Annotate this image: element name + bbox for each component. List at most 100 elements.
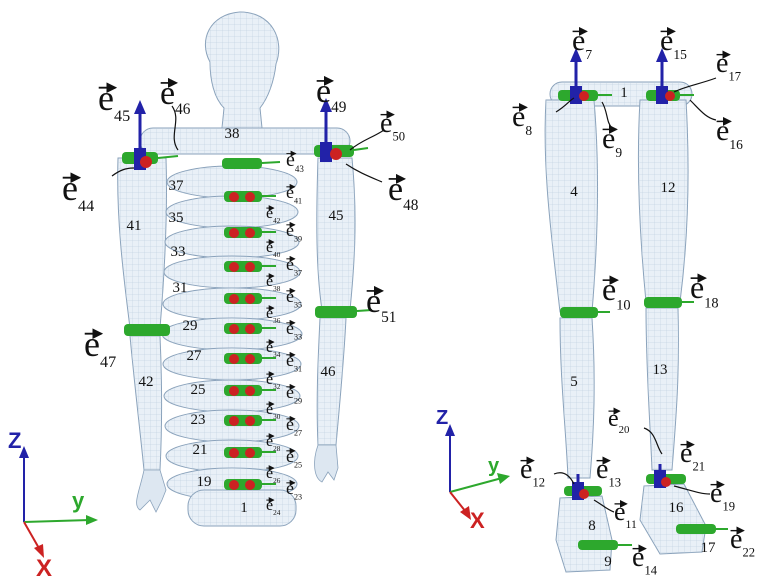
lower-unit-vector-label: e16 xyxy=(716,114,743,152)
svg-text:e15: e15 xyxy=(660,24,687,62)
torso-joint-triad xyxy=(224,447,276,458)
svg-text:e13: e13 xyxy=(596,454,621,489)
lower-body-model xyxy=(544,48,728,573)
torso-segment-number: 29 xyxy=(183,318,198,334)
right-hand xyxy=(314,444,339,483)
svg-text:e10: e10 xyxy=(602,271,631,314)
svg-text:e17: e17 xyxy=(716,48,741,83)
leg-segment-number: 1 xyxy=(620,85,628,101)
lower-unit-vector-label: e8 xyxy=(512,100,532,138)
torso-segment-number: 21 xyxy=(193,442,208,458)
torso-segment-number: 31 xyxy=(173,280,188,296)
torso-segment-number: 38 xyxy=(225,126,240,142)
upper-unit-vector-label: e50 xyxy=(380,108,405,143)
upper-z-label: Z xyxy=(8,428,21,453)
torso-joint-triad xyxy=(224,479,276,490)
svg-text:e9: e9 xyxy=(602,122,622,160)
arm-segment-number: 42 xyxy=(139,374,154,390)
arm-segment-number: 41 xyxy=(127,218,142,234)
lower-z-label: Z xyxy=(436,407,448,429)
upper-unit-vector-label: e45 xyxy=(98,78,130,125)
torso-segment-number: 35 xyxy=(169,210,184,226)
lower-unit-vector-label: e13 xyxy=(596,454,621,489)
leg-segment-number: 17 xyxy=(701,540,717,556)
svg-text:e39: e39 xyxy=(286,220,302,243)
torso-joint-triad xyxy=(224,415,276,426)
lower-unit-vector-label: e14 xyxy=(632,542,658,577)
lower-unit-vector-label: e15 xyxy=(660,24,687,62)
svg-text:e16: e16 xyxy=(716,114,743,152)
right-elbow-marker xyxy=(315,306,357,318)
torso-segment-number: 19 xyxy=(197,474,212,490)
left-hand xyxy=(136,469,167,513)
arm-segment-number: 45 xyxy=(329,208,344,224)
torso-segment-number: 27 xyxy=(187,348,203,364)
svg-text:e44: e44 xyxy=(62,168,94,215)
leg-segment-number: 13 xyxy=(653,362,668,378)
left-shoulder-triad xyxy=(122,100,179,170)
upper-axes: Z y X xyxy=(8,428,98,579)
svg-text:e18: e18 xyxy=(690,269,719,312)
svg-text:e12: e12 xyxy=(520,454,545,489)
left-elbow-marker xyxy=(124,324,170,336)
torso-joint-triad xyxy=(224,191,276,202)
left-hip-triad xyxy=(558,48,612,104)
torso-segment-number: 33 xyxy=(171,244,186,260)
lower-unit-vector-label: e7 xyxy=(572,24,592,62)
lower-unit-vector-label: e11 xyxy=(614,497,637,531)
arm-segment-number: 46 xyxy=(321,364,337,380)
svg-text:e50: e50 xyxy=(380,108,405,143)
torso-joint-triad xyxy=(224,323,276,334)
leg-segment-number: 5 xyxy=(570,374,578,390)
lower-unit-vector-label: e22 xyxy=(730,524,755,559)
lower-unit-vector-label: e12 xyxy=(520,454,545,489)
leg-segment-number: 12 xyxy=(661,180,676,196)
lower-y-label: y xyxy=(488,455,500,477)
svg-text:e51: e51 xyxy=(366,283,396,326)
upper-unit-vector-label: e46 xyxy=(160,75,191,118)
torso-segment-number: 37 xyxy=(169,178,185,194)
svg-text:e49: e49 xyxy=(316,73,347,116)
torso-joint-triad xyxy=(224,227,276,238)
upper-unit-vector-label: e49 xyxy=(316,73,347,116)
upper-unit-vector-label: e48 xyxy=(388,171,419,214)
upper-body-model xyxy=(111,11,385,527)
lower-x-label: X xyxy=(470,508,485,533)
lower-unit-vector-label: e17 xyxy=(716,48,741,83)
lower-unit-vector-label: e19 xyxy=(710,478,735,513)
neck-marker xyxy=(222,158,262,169)
torso-segment-number: 1 xyxy=(240,500,248,516)
torso-segment-number: 23 xyxy=(191,412,206,428)
torso-joint-triad xyxy=(224,261,276,272)
right-toe-marker xyxy=(676,524,716,534)
lower-unit-vector-label: e20 xyxy=(608,406,629,436)
upper-unit-vector-label: e51 xyxy=(366,283,396,326)
torso-joint-triad xyxy=(224,353,276,364)
torso-segment-number: 25 xyxy=(191,382,206,398)
left-ankle-triad xyxy=(564,474,602,500)
left-knee-marker xyxy=(560,307,598,318)
leg-segment-number: 16 xyxy=(669,500,685,516)
svg-text:e48: e48 xyxy=(388,171,419,214)
upper-unit-vector-label: e47 xyxy=(84,324,116,371)
upper-unit-vector-label: e44 xyxy=(62,168,94,215)
svg-text:e45: e45 xyxy=(98,78,130,125)
svg-text:e14: e14 xyxy=(632,542,658,577)
leg-segment-number: 9 xyxy=(604,554,612,570)
upper-unit-vector-label: e39 xyxy=(286,220,302,243)
lower-axes: Z y X xyxy=(436,407,510,533)
svg-text:e8: e8 xyxy=(512,100,532,138)
svg-text:e47: e47 xyxy=(84,324,116,371)
torso-axis-markers xyxy=(224,191,276,490)
upper-y-label: y xyxy=(72,488,85,513)
upper-x-label: X xyxy=(36,555,52,579)
right-hip-triad xyxy=(646,48,694,104)
svg-text:e19: e19 xyxy=(710,478,735,513)
lower-unit-vector-label: e10 xyxy=(602,271,631,314)
lower-unit-vector-label: e21 xyxy=(680,438,705,473)
lower-unit-vector-label: e18 xyxy=(690,269,719,312)
left-toe-marker xyxy=(578,540,618,550)
leg-segment-number: 4 xyxy=(570,184,578,200)
